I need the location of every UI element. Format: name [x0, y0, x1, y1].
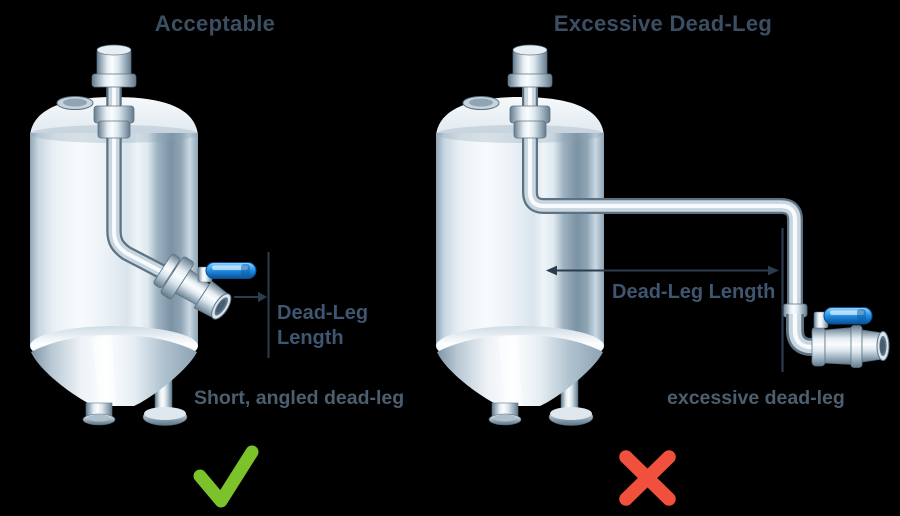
checkmark-icon: [193, 445, 259, 508]
arrow-left-icon: [546, 265, 557, 276]
right-panel-title: Excessive Dead-Leg: [553, 11, 773, 36]
right-dimension-label: Dead-Leg Length: [612, 281, 776, 303]
left-dimension-annotation: [234, 252, 270, 358]
right-pipe: [507, 44, 808, 318]
left-caption: Short, angled dead-leg: [194, 387, 405, 409]
right-valve: [786, 307, 890, 368]
left-valve-handle: [205, 262, 257, 279]
left-panel-illustration: [29, 44, 270, 508]
right-panel-illustration: [435, 44, 890, 506]
arrow-right-icon: [258, 291, 267, 303]
right-caption: excessive dead-leg: [667, 387, 845, 409]
arrow-right-icon: [768, 265, 779, 276]
x-mark-icon: [619, 450, 676, 506]
right-dimension-annotation: [546, 228, 784, 372]
right-tank: [435, 96, 605, 426]
left-valve: [153, 253, 257, 320]
left-pipe: [91, 44, 178, 285]
left-dimension-label: Dead-Leg Length: [277, 302, 369, 349]
right-valve-handle: [823, 307, 873, 325]
left-panel-title: Acceptable: [154, 11, 276, 36]
